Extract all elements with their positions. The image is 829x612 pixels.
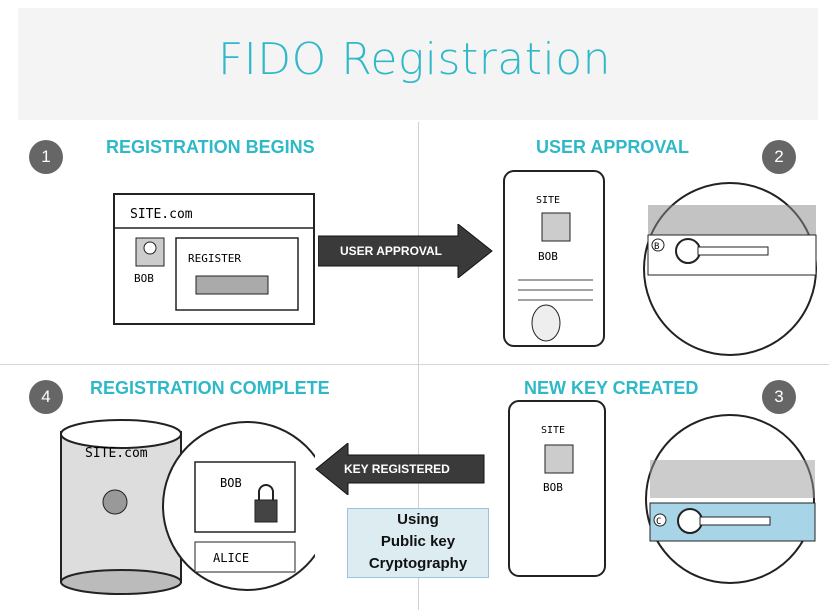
public-key-note: Using Public key Cryptography	[347, 508, 489, 578]
page-title: FIDO Registration	[217, 34, 612, 85]
user-label: BOB	[134, 272, 154, 285]
step-1-badge: 1	[29, 140, 63, 174]
svg-text:C: C	[656, 517, 661, 527]
note-line-2: Public key	[380, 533, 456, 550]
step-4-badge: 4	[29, 380, 63, 414]
user-approval-arrow-label: USER APPROVAL	[340, 244, 443, 258]
svg-text:SITE.com: SITE.com	[85, 446, 148, 461]
step-1-heading: REGISTRATION BEGINS	[106, 137, 315, 157]
note-line-1: Using	[397, 511, 439, 528]
server-sketch: SITE.com BOB ALICE	[60, 419, 315, 595]
key-registered-arrow-label: KEY REGISTERED	[344, 462, 450, 476]
step-2-badge: 2	[762, 140, 796, 174]
vertical-divider	[418, 122, 419, 610]
step-3-heading: NEW KEY CREATED	[524, 378, 699, 398]
key-registered-arrow: KEY REGISTERED	[314, 441, 486, 497]
horizontal-divider	[0, 364, 829, 365]
step-3-badge: 3	[762, 380, 796, 414]
svg-text:ALICE: ALICE	[213, 551, 249, 565]
register-label: REGISTER	[188, 252, 241, 265]
site-label: SITE.com	[130, 207, 193, 222]
svg-text:BOB: BOB	[538, 250, 558, 263]
step-2-heading: USER APPROVAL	[536, 137, 690, 157]
phone-key-sketch: SITE BOB C	[508, 400, 816, 584]
svg-text:SITE: SITE	[536, 195, 560, 206]
svg-text:SITE: SITE	[541, 425, 565, 436]
phone-approval-sketch: SITE BOB B	[503, 170, 817, 356]
browser-sketch: SITE.com BOB REGISTER	[113, 193, 315, 325]
svg-text:B: B	[654, 242, 659, 252]
user-approval-arrow: USER APPROVAL	[317, 222, 494, 280]
svg-text:BOB: BOB	[220, 476, 242, 490]
title-band	[18, 8, 818, 120]
note-line-3: Cryptography	[368, 555, 468, 572]
svg-text:BOB: BOB	[543, 481, 563, 494]
step-4-heading: REGISTRATION COMPLETE	[90, 378, 330, 398]
